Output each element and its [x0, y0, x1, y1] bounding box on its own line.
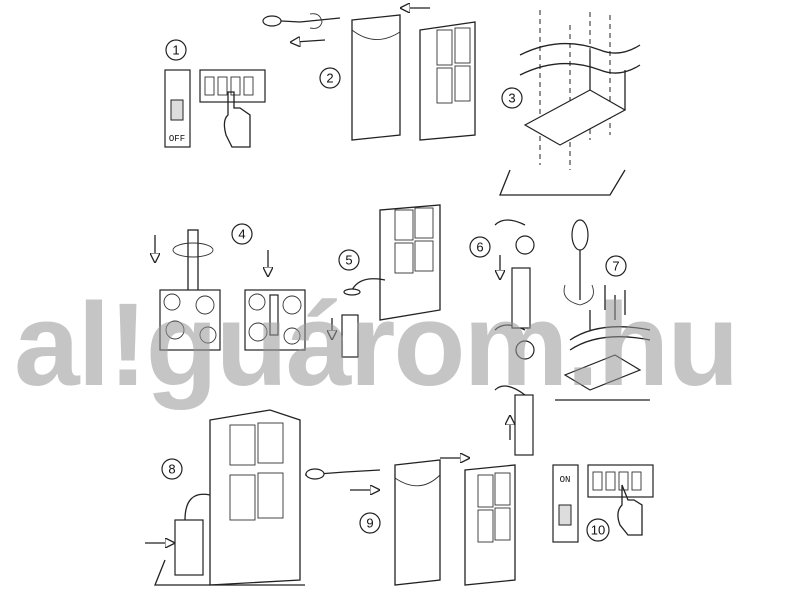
step-number: 1 — [172, 43, 179, 58]
step-7-screw-base — [555, 219, 651, 401]
on-label: ON — [560, 475, 571, 485]
step-number: 5 — [345, 253, 352, 268]
step-5-cable-insert — [332, 204, 441, 358]
breaker-on-icon — [552, 464, 579, 543]
step-2-remove-cover — [262, 8, 476, 141]
step-1-switch-off: OFF — [164, 69, 266, 148]
step-number: 10 — [591, 523, 605, 538]
step-9-attach-cover — [304, 458, 516, 586]
step-number: 6 — [476, 240, 483, 255]
step-number: 4 — [238, 227, 245, 242]
step-number: 8 — [168, 462, 175, 477]
step-6-cable-fitting — [494, 219, 535, 456]
step-3-base-mount — [499, 10, 641, 196]
breaker-panel-icon — [199, 69, 266, 103]
step-numbers: 1 2 3 4 5 6 7 8 9 10 — [161, 39, 627, 542]
step-10-switch-on: ON — [552, 464, 654, 543]
step-number: 3 — [508, 91, 515, 106]
hand-icon — [223, 91, 251, 148]
step-number: 7 — [612, 259, 619, 274]
step-number: 2 — [326, 71, 333, 86]
hand-icon — [617, 484, 643, 536]
step-4-drill — [155, 229, 306, 351]
step-number: 9 — [366, 516, 373, 531]
step-8-mount-post — [145, 409, 305, 586]
off-label: OFF — [169, 134, 185, 144]
